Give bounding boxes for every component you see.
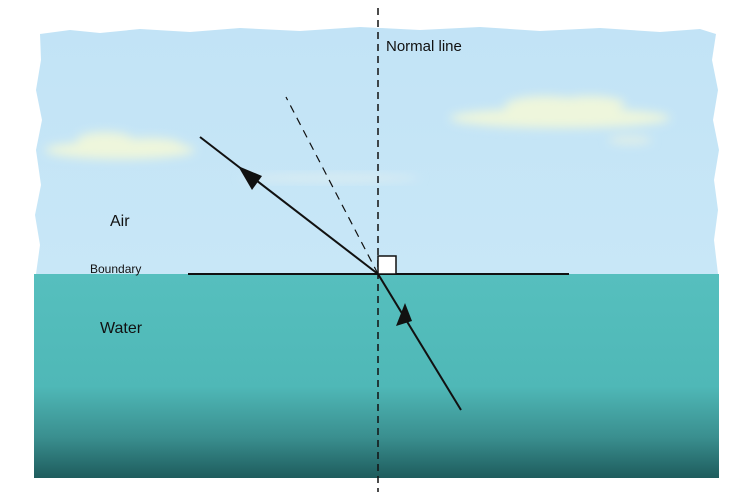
refracted-ray [199, 136, 379, 275]
incident-ray-arrow [396, 303, 412, 326]
right-angle-marker [377, 255, 397, 275]
cloud-streak [240, 174, 420, 182]
air-label: Air [110, 213, 130, 230]
cloud-right [450, 96, 670, 144]
water-label: Water [100, 320, 143, 337]
boundary-label: Boundary [90, 262, 141, 276]
water-region [34, 274, 719, 478]
incident-ray [377, 273, 462, 411]
normal-line-label: Normal line [386, 38, 462, 55]
cloud-left [45, 132, 195, 159]
air-region [35, 27, 719, 274]
incident-ray-extension [285, 96, 379, 275]
refracted-ray-arrow [238, 166, 262, 190]
